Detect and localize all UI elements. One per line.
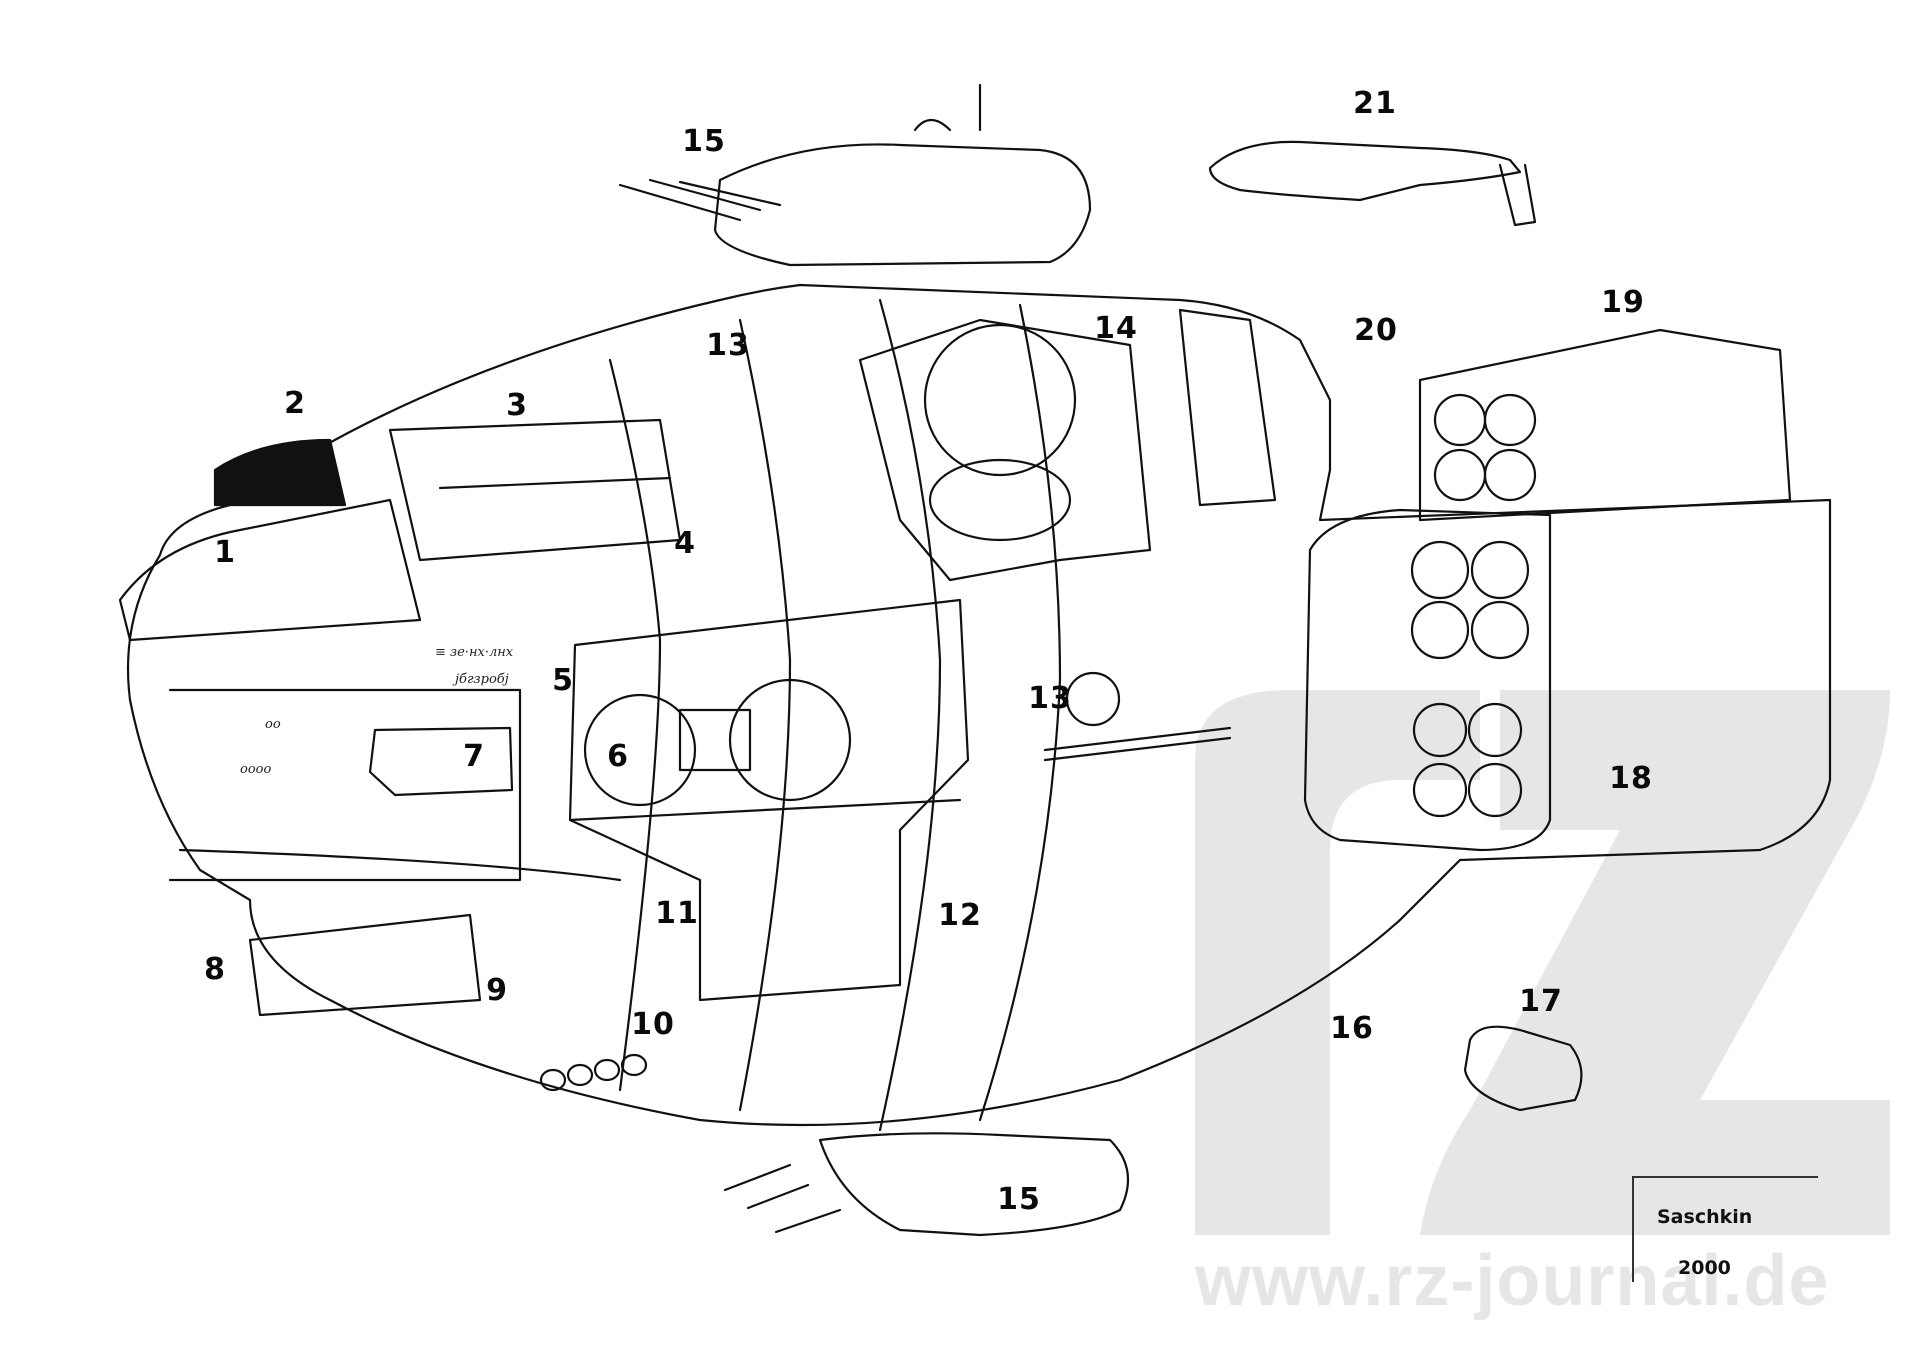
callout-6: 6 — [607, 739, 629, 774]
engine-housing — [1303, 508, 1552, 852]
callout-19: 19 — [1601, 285, 1645, 320]
thrust-port-1 — [539, 1068, 567, 1092]
hull-band-2 — [738, 318, 792, 1112]
watermark-url: www.rz-journal.de — [1195, 1241, 1830, 1321]
engine-nozzle-1 — [1410, 540, 1470, 600]
hull-band-1 — [608, 358, 662, 1092]
callout-5: 5 — [552, 663, 574, 698]
crew-deck — [388, 418, 682, 562]
lower-bay-cutaway — [248, 913, 482, 1017]
small-craft — [1208, 140, 1522, 202]
callout-13-top: 13 — [706, 328, 750, 363]
upper-nozzle-3 — [1433, 448, 1487, 502]
upper-engine-block — [1418, 328, 1792, 522]
callout-7: 7 — [463, 739, 485, 774]
signature-year: 2000 — [1678, 1257, 1731, 1279]
hatch-13 — [1065, 671, 1121, 727]
hull-mid-line — [178, 848, 622, 882]
rz-logo-r-shape — [1195, 690, 1480, 1235]
callout-15-top: 15 — [682, 124, 726, 159]
callout-1: 1 — [214, 535, 236, 570]
engine-room-cutaway — [568, 598, 970, 1002]
top-turret-dome — [913, 118, 952, 132]
reactor-core — [678, 708, 752, 772]
hull-outline — [126, 283, 1832, 1127]
crew-deck-floor — [438, 476, 672, 490]
reactor-sphere-a — [583, 693, 697, 807]
callout-15-bottom: 15 — [997, 1182, 1041, 1217]
hull-panel-code-small: oo — [265, 717, 281, 732]
small-craft-tail — [1498, 163, 1537, 227]
top-turret-barrel-2 — [648, 178, 762, 212]
engine-nozzle-5 — [1412, 702, 1468, 758]
panel-7-frame — [368, 726, 514, 797]
thrust-port-4 — [620, 1053, 648, 1077]
engine-nozzle-7 — [1412, 762, 1468, 818]
callout-21: 21 — [1353, 86, 1397, 121]
hull-stripe-2 — [1043, 736, 1232, 762]
upper-nozzle-4 — [1483, 448, 1537, 502]
hull-inscription-line-2: јбгзробј — [455, 672, 509, 687]
hull-stripe-1 — [1043, 726, 1232, 752]
upper-nozzle-1 — [1433, 393, 1487, 447]
hull-lower-line — [168, 688, 522, 882]
callout-3: 3 — [506, 388, 528, 423]
bottom-turret-barrel-1 — [723, 1163, 792, 1192]
sensor-sphere — [923, 323, 1077, 477]
engine-nozzle-2 — [1470, 540, 1530, 600]
engine-nozzle-3 — [1410, 600, 1470, 660]
engine-nozzle-6 — [1467, 702, 1523, 758]
callout-9: 9 — [486, 973, 508, 1008]
cockpit-window — [118, 498, 422, 642]
callout-8: 8 — [204, 952, 226, 987]
thrust-port-2 — [566, 1063, 594, 1087]
thrust-port-3 — [593, 1058, 621, 1082]
callout-14: 14 — [1094, 311, 1138, 346]
sensor-base — [928, 458, 1072, 542]
callout-2: 2 — [284, 386, 306, 421]
rz-logo-z-shape — [1420, 690, 1890, 1235]
top-turret — [713, 143, 1092, 267]
engine-nozzle-4 — [1470, 600, 1530, 660]
upper-nozzle-2 — [1483, 393, 1537, 447]
callout-10: 10 — [631, 1007, 675, 1042]
bottom-turret-barrel-2 — [746, 1183, 810, 1210]
callout-16: 16 — [1330, 1011, 1374, 1046]
hull-band-3 — [878, 298, 942, 1132]
radar-dome-stripes — [213, 438, 347, 507]
callout-4: 4 — [674, 526, 696, 561]
callout-13-mid: 13 — [1028, 681, 1072, 716]
bottom-turret — [818, 1132, 1130, 1237]
hull-inscription-line-1: ≡ зе·нх·лнх — [435, 645, 514, 660]
vent-stack — [1178, 308, 1277, 507]
reactor-sphere-b — [728, 678, 852, 802]
signature-box — [1632, 1176, 1818, 1282]
callout-20: 20 — [1354, 313, 1398, 348]
top-turret-barrel-1 — [618, 183, 742, 222]
top-turret-barrel-3 — [678, 180, 782, 207]
callout-11: 11 — [655, 896, 699, 931]
bottom-turret-barrel-3 — [774, 1208, 842, 1234]
callout-12: 12 — [938, 898, 982, 933]
engine-nozzle-8 — [1467, 762, 1523, 818]
signature-author: Saschkin — [1657, 1206, 1753, 1228]
callout-18: 18 — [1609, 761, 1653, 796]
deck-divider — [568, 798, 962, 822]
hull-band-4 — [978, 303, 1062, 1122]
callout-17: 17 — [1519, 984, 1563, 1019]
detached-module — [1463, 1025, 1583, 1112]
hull-panel-code: oooo — [240, 762, 272, 777]
